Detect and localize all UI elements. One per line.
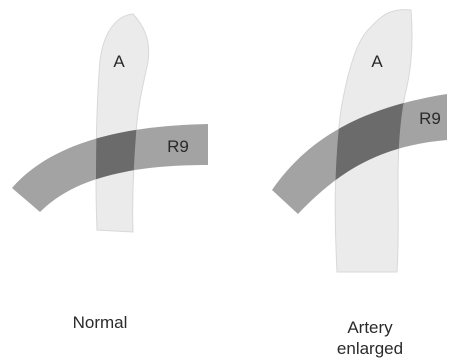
caption-enlarged-line-1: Artery — [300, 317, 440, 338]
artery-label-normal: A — [113, 52, 125, 71]
rib-label-normal: R9 — [167, 137, 189, 156]
artery-shadow-normal — [96, 14, 149, 232]
caption-normal: Normal — [40, 312, 160, 333]
caption-enlarged: Artery enlarged — [300, 317, 440, 359]
artery-label-enlarged: A — [371, 52, 383, 71]
caption-normal-line: Normal — [40, 312, 160, 333]
panel-enlarged: A R9 — [272, 10, 447, 272]
caption-enlarged-line-2: enlarged — [300, 338, 440, 359]
rib-label-enlarged: R9 — [419, 109, 441, 128]
panel-normal: A R9 — [12, 14, 208, 232]
